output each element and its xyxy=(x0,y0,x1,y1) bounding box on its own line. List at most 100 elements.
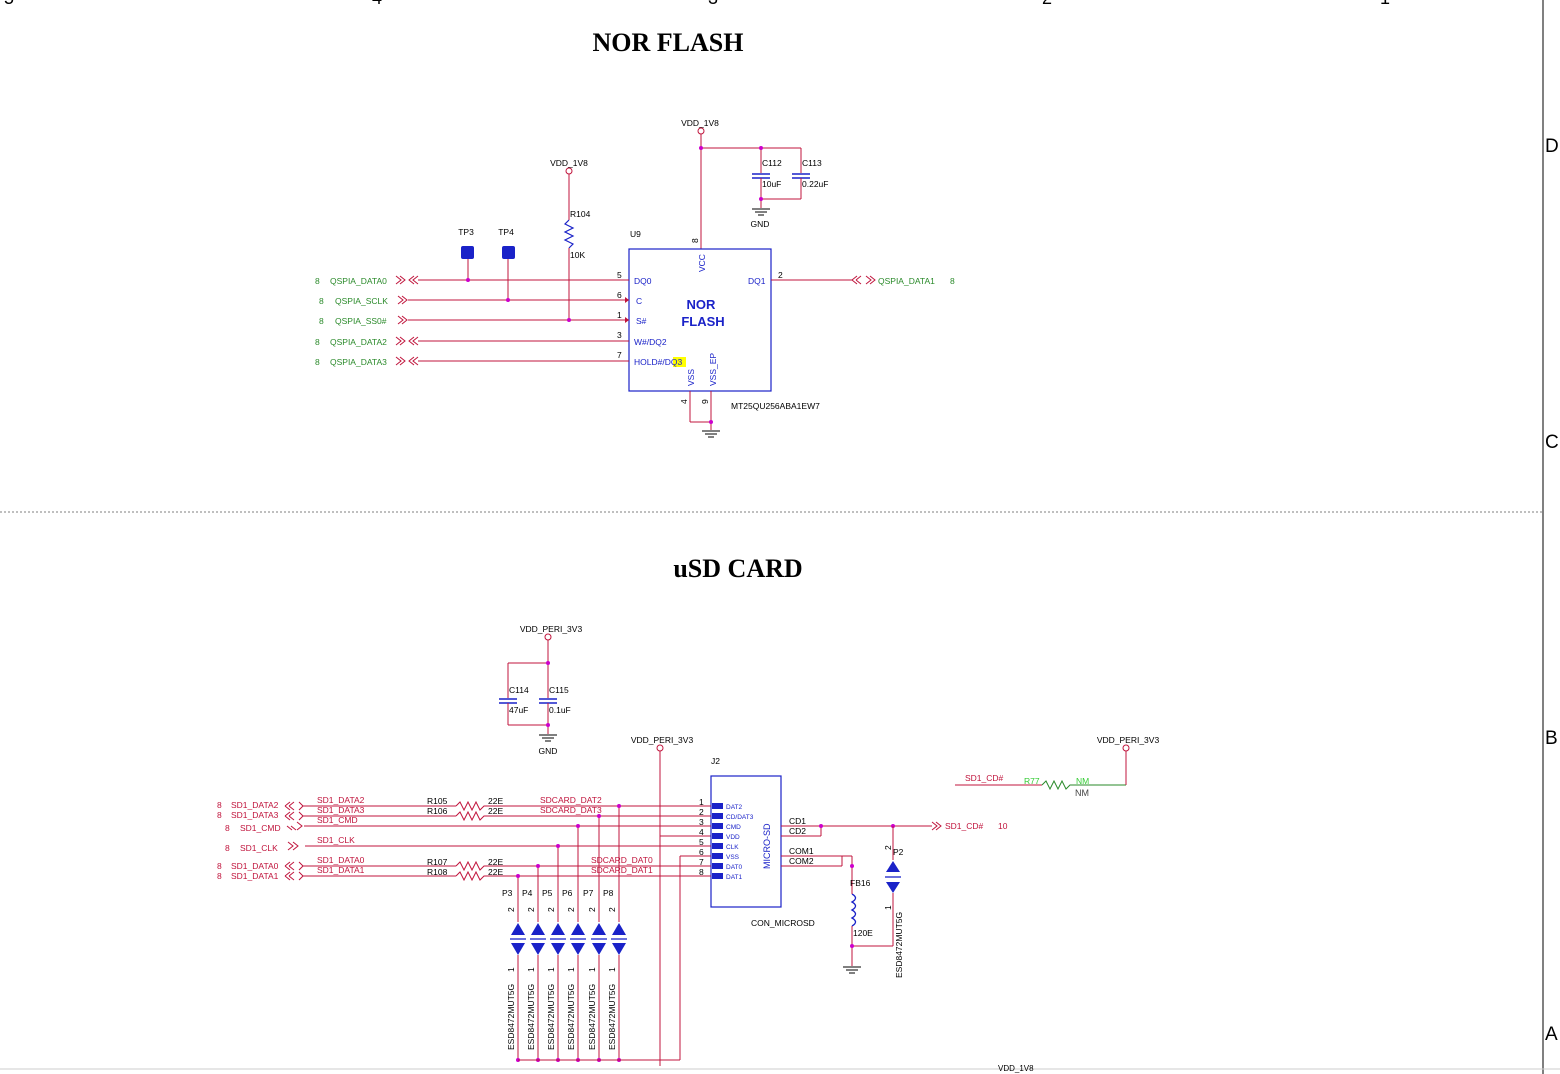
net-label: SD1_DATA3 xyxy=(231,810,279,820)
pin-number: 2 xyxy=(566,907,576,912)
pin-number: 4 xyxy=(679,399,689,404)
pin-number: 9 xyxy=(700,399,710,404)
resistor-ref: R108 xyxy=(427,867,448,877)
connector-ref: J2 xyxy=(711,756,720,766)
pin-number: 5 xyxy=(699,837,704,847)
connector-pin-pad xyxy=(712,813,723,819)
power-port xyxy=(1122,744,1130,752)
resistor-value: 22E xyxy=(488,867,503,877)
resistor-ref: R106 xyxy=(427,806,448,816)
sheet-ref: 8 xyxy=(225,843,230,853)
diode-part: ESD8472MUT5G xyxy=(506,984,516,1050)
power-label: VDD_1V8 xyxy=(550,158,588,168)
pin-number: 7 xyxy=(617,350,622,360)
resistor-value: 22E xyxy=(488,796,503,806)
pin-number: 1 xyxy=(883,905,893,910)
pin-number: 5 xyxy=(617,270,622,280)
esd-diode xyxy=(592,923,606,935)
offpage-connector-icon xyxy=(851,275,876,285)
sheet-ref: 8 xyxy=(217,800,222,810)
wire-label: SD1_DATA3 xyxy=(317,805,365,815)
pin-number: 8 xyxy=(699,867,704,877)
pin-number: 6 xyxy=(617,290,622,300)
offpage-connector-icon xyxy=(397,295,408,305)
gnd-label: GND xyxy=(539,746,558,756)
resistor-value: 22E xyxy=(488,857,503,867)
pin-name: C xyxy=(636,296,642,306)
side-pin: CD2 xyxy=(789,826,806,836)
border-letter: D xyxy=(1545,136,1559,157)
pin-number: 2 xyxy=(546,907,556,912)
pin-number: 1 xyxy=(617,310,622,320)
net-label: QSPIA_SS0# xyxy=(335,316,387,326)
resistor-r106 xyxy=(455,810,606,822)
cap-ref: C115 xyxy=(549,685,569,695)
sheet-ref: 8 xyxy=(319,296,324,306)
wire-label: SD1_DATA0 xyxy=(317,855,365,865)
resistor-value: NM xyxy=(1076,776,1089,786)
connector-pin-name: DAT1 xyxy=(726,874,743,881)
connector-pin-pad xyxy=(712,873,723,879)
esd-diode xyxy=(551,923,565,935)
border-letter: B xyxy=(1545,728,1558,749)
usd-card-section: VDD_PERI_3V3 C114 47uF C115 0.1uF GND VD… xyxy=(217,624,1159,1073)
pin-number: 1 xyxy=(607,967,617,972)
power-label: VDD_PERI_3V3 xyxy=(631,735,694,745)
net-label: SD1_CMD xyxy=(240,823,281,833)
pin-number: 2 xyxy=(778,270,783,280)
pin-number: 1 xyxy=(526,967,536,972)
offpage-connector-icon xyxy=(284,801,304,811)
resistor-ref: R105 xyxy=(427,796,448,806)
pin-name: S# xyxy=(636,316,647,326)
border-letter: A xyxy=(1545,1024,1558,1045)
testpoint-tp3 xyxy=(461,246,474,259)
cap-value: 0.1uF xyxy=(549,705,571,715)
offpage-connector-icon xyxy=(395,356,419,366)
pin-name: W#/DQ2 xyxy=(634,337,667,347)
resistor-r108 xyxy=(455,870,606,882)
testpoint-label: TP3 xyxy=(458,227,474,237)
resistor-ref: R104 xyxy=(570,209,591,219)
connector-pin-pad xyxy=(712,833,723,839)
cap-ref: C112 xyxy=(762,158,782,168)
net-label: QSPIA_DATA0 xyxy=(330,276,387,286)
power-port xyxy=(697,127,705,135)
cap-ref: C113 xyxy=(802,158,822,168)
pin-number: 1 xyxy=(587,967,597,972)
connector-pin-name: DAT2 xyxy=(726,804,743,811)
connector-pin-name: CMD xyxy=(726,824,741,831)
offpage-connector-icon xyxy=(284,861,304,871)
net-label: QSPIA_DATA1 xyxy=(878,276,935,286)
net-label: QSPIA_SCLK xyxy=(335,296,388,306)
offpage-connector-icon xyxy=(287,841,299,851)
connector-pin-pad xyxy=(712,863,723,869)
resistor-value: NM xyxy=(1075,788,1089,798)
resistor-r77 xyxy=(1041,779,1126,791)
pin-name: VSS_EP xyxy=(708,353,718,386)
power-port xyxy=(656,744,664,752)
border-number: 1 xyxy=(1380,0,1390,8)
diode-ref: P3 xyxy=(502,888,513,898)
connector-pin-pad xyxy=(712,853,723,859)
sdcard-net: SDCARD_DAT0 xyxy=(591,855,653,865)
resistor-r104 xyxy=(563,219,575,249)
nor-flash-section: VDD_1V8 C112 10uF C113 0.22uF GND VDD_1V… xyxy=(315,118,955,438)
net-label: SD1_DATA1 xyxy=(231,871,279,881)
net-label: SD1_CLK xyxy=(240,843,278,853)
pin-number: 3 xyxy=(617,330,622,340)
sheet-ref: 8 xyxy=(217,871,222,881)
connector-pin-pad xyxy=(712,803,723,809)
ic-part-number: MT25QU256ABA1EW7 xyxy=(731,401,820,411)
sdcard-net: SDCARD_DAT3 xyxy=(540,805,602,815)
esd-diode xyxy=(571,923,585,935)
connector-pin-name: VDD xyxy=(726,834,740,841)
wire-label: SD1_CLK xyxy=(317,835,355,845)
pin-number: 1 xyxy=(506,967,516,972)
usd-card-title: uSD CARD xyxy=(673,554,802,583)
power-port xyxy=(565,167,573,175)
sheet-ref: 8 xyxy=(319,316,324,326)
ic-name: NOR xyxy=(687,297,717,312)
power-label: VDD_1V8 xyxy=(681,118,719,128)
esd-diode xyxy=(531,923,545,935)
